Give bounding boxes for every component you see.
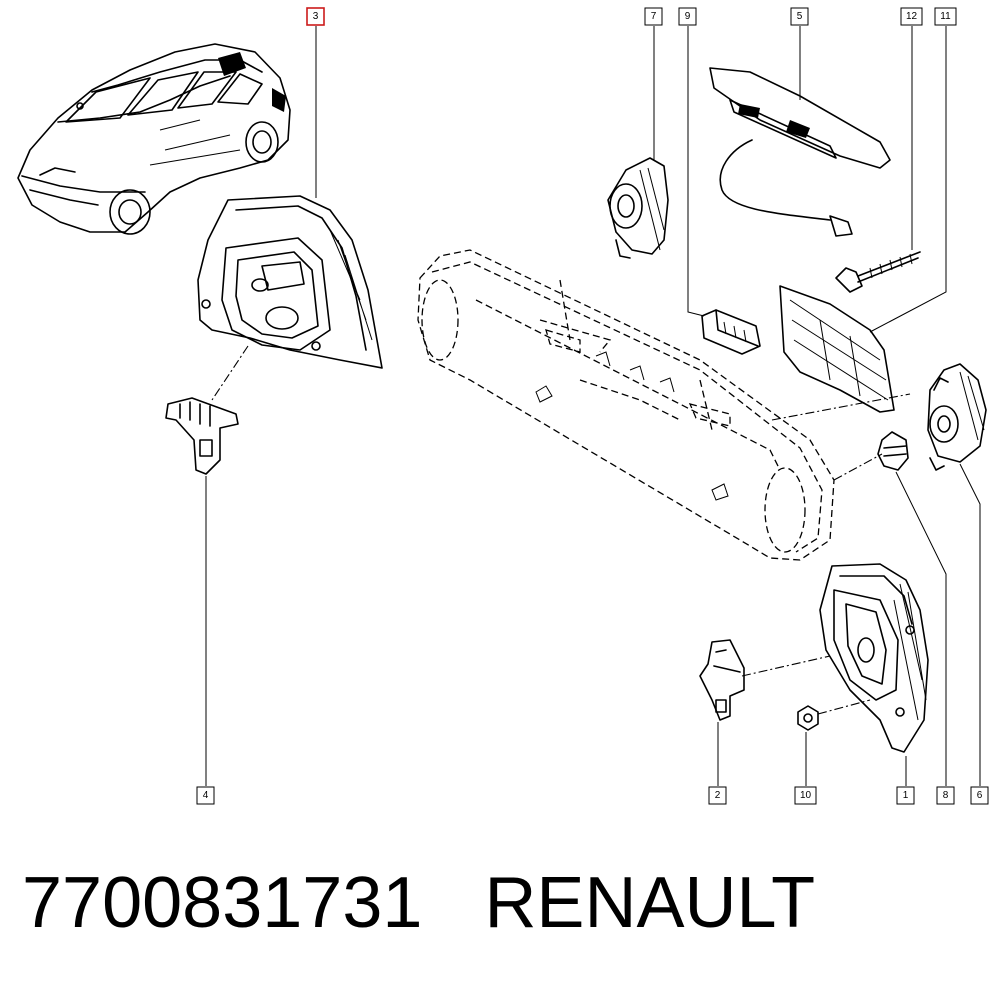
callout-4: 4 bbox=[196, 786, 215, 805]
callout-9: 9 bbox=[678, 7, 697, 26]
callout-10: 10 bbox=[794, 786, 817, 805]
callout-3-label: 3 bbox=[313, 11, 319, 22]
rear-lamp-right bbox=[819, 563, 929, 753]
callout-5: 5 bbox=[790, 7, 809, 26]
callout-10-label: 10 bbox=[800, 790, 812, 801]
high-brake-light-5 bbox=[709, 67, 891, 237]
part-caption: 7700831731 RENAULT bbox=[22, 858, 815, 948]
callout-12: 12 bbox=[900, 7, 923, 26]
part-number: 7700831731 bbox=[22, 863, 423, 943]
bracket-2 bbox=[699, 639, 745, 721]
callout-8: 8 bbox=[936, 786, 955, 805]
leader-lines bbox=[205, 26, 981, 786]
rear-lamp-left bbox=[197, 195, 383, 369]
callout-11: 11 bbox=[934, 7, 957, 26]
callout-1: 1 bbox=[896, 786, 915, 805]
callout-1-label: 1 bbox=[903, 790, 909, 801]
bulb-8 bbox=[877, 431, 909, 471]
nut-10 bbox=[797, 705, 819, 731]
callout-11-label: 11 bbox=[940, 11, 951, 22]
callout-12-label: 12 bbox=[906, 11, 918, 22]
callout-2: 2 bbox=[708, 786, 727, 805]
callout-6-label: 6 bbox=[977, 790, 983, 801]
callout-3: 3 bbox=[306, 7, 325, 26]
callout-5-label: 5 bbox=[797, 11, 803, 22]
callout-6: 6 bbox=[970, 786, 989, 805]
lamp-holder-7 bbox=[607, 157, 669, 259]
car-illustration bbox=[17, 43, 291, 235]
callout-4-label: 4 bbox=[203, 790, 209, 801]
callout-9-label: 9 bbox=[685, 11, 691, 22]
panel-11 bbox=[779, 285, 895, 413]
lamp-holder-6 bbox=[927, 363, 987, 471]
callout-7-label: 7 bbox=[651, 11, 657, 22]
brand-name: RENAULT bbox=[484, 863, 816, 943]
callout-2-label: 2 bbox=[715, 790, 721, 801]
screw-12 bbox=[835, 251, 921, 293]
bracket-4 bbox=[165, 397, 239, 475]
callout-7: 7 bbox=[644, 7, 663, 26]
tailgate-outline bbox=[417, 249, 835, 561]
connector-9 bbox=[701, 309, 761, 355]
callout-8-label: 8 bbox=[943, 790, 949, 801]
